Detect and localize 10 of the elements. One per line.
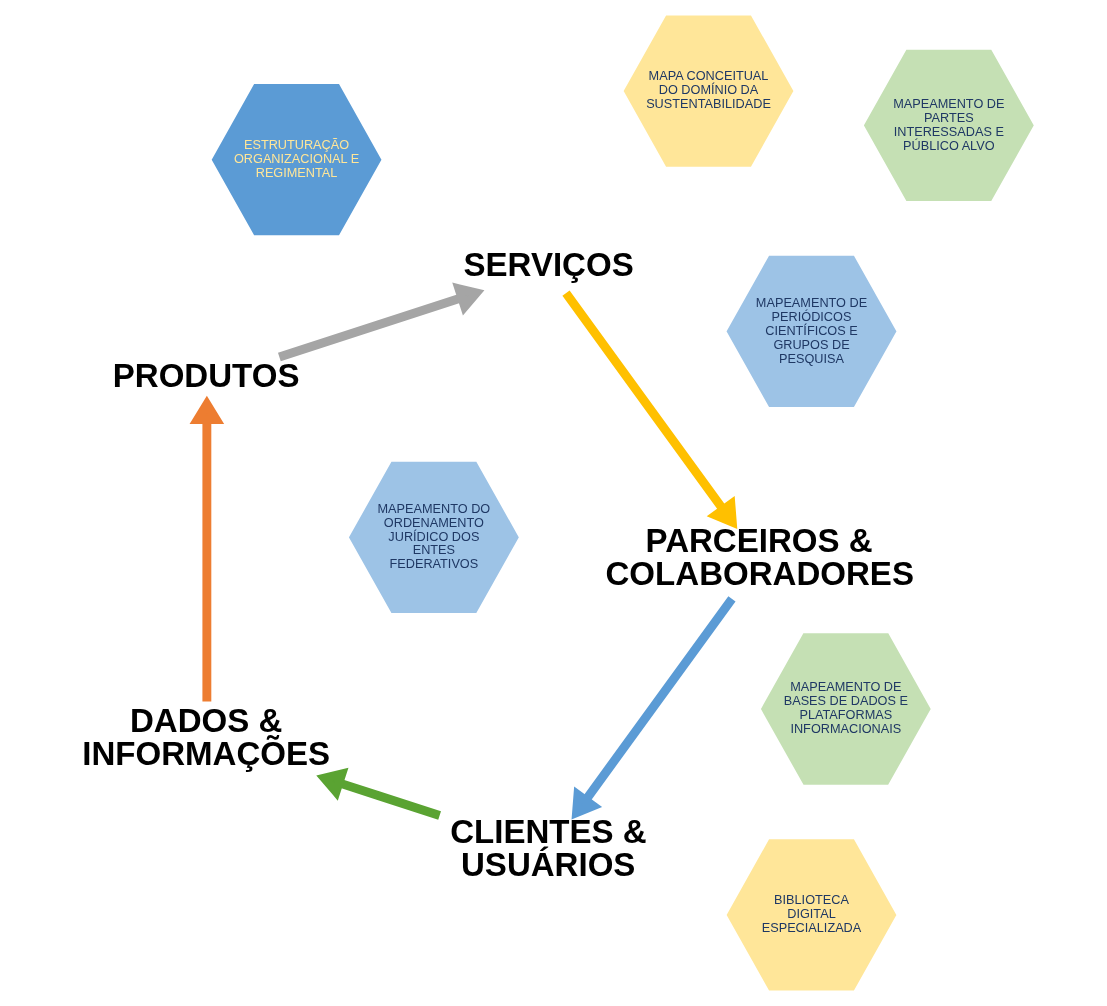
node-text: PRODUTOS bbox=[112, 357, 299, 395]
node-text: DADOS & INFORMAÇÕES bbox=[81, 702, 330, 773]
arrow bbox=[315, 767, 441, 820]
arrow bbox=[561, 290, 737, 529]
node-text: SERVIÇOS bbox=[463, 246, 634, 284]
arrow bbox=[571, 596, 736, 820]
node-text: PARCEIROS & COLABORADORES bbox=[605, 522, 914, 593]
arrow bbox=[277, 282, 484, 362]
arrow bbox=[189, 395, 224, 702]
node-text: CLIENTES & USUÁRIOS bbox=[449, 813, 647, 884]
